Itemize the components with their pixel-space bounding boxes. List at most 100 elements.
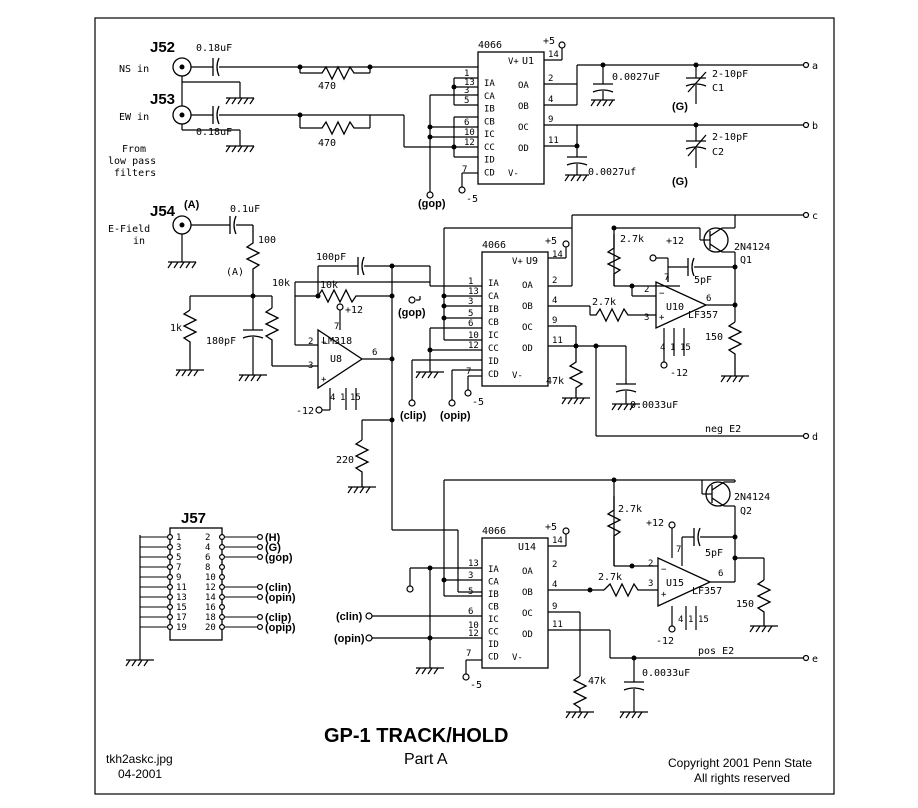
u9-fn-od: OD [522,344,533,354]
u14-pin-right: 4 [552,580,557,590]
j57-left-pin: 13 [176,593,187,603]
c-100p-label: 100pF [316,252,346,263]
section-efield: J54 (A) E-Field in 0.1uF 100 (A) 1k 180p… [108,199,818,593]
u15-plus12: +12 [646,518,664,529]
j57-right-pin: 6 [205,553,210,563]
g-label-1: (G) [672,101,688,113]
u14-fn-od: OD [522,630,533,640]
drawing-title: GP-1 TRACK/HOLD [324,725,508,747]
u9-plus5: +5 [545,236,557,247]
r-470-top-label: 470 [318,81,336,92]
j57-left-pad [167,553,174,560]
rights-line: All rights reserved [694,771,790,785]
u9-fn-ca: CA [488,292,499,302]
j57-right-pin: 18 [205,613,216,623]
u10-type: LF357 [688,310,718,321]
c-018-top-label: 0.18uF [196,43,232,54]
u1-pin-left: 3 [464,86,469,96]
r-1k-label: 1k [170,323,182,334]
opin-label-bot: (opin) [334,633,365,645]
copyright-line: Copyright 2001 Penn State [668,756,812,770]
u1-pin-left: 6 [464,118,469,128]
j57-right-pad [219,593,226,600]
svg-text:3: 3 [648,579,653,589]
j57-left-pad [167,593,174,600]
svg-text:4: 4 [678,615,683,625]
u9-pin-left: 13 [468,287,479,297]
u9-fn-cd: CD [488,370,499,380]
u1-type-label: 4066 [478,40,502,51]
j57-left-pad [167,583,174,590]
j57-signal-label: (clin) [265,582,292,594]
svg-text:1: 1 [670,343,675,353]
u1-ref-label: U1 [522,56,534,67]
svg-text:1: 1 [340,393,345,403]
u1-pin-left: 10 [464,128,475,138]
ew-in-label: EW in [119,112,149,123]
q2-type-label: 2N4124 [734,492,770,503]
j57-right-pad [219,533,226,540]
svg-text:2: 2 [644,285,649,295]
u14-fn-ic: IC [488,615,499,625]
u9-pin-left: 5 [468,309,473,319]
u8-minus12: -12 [296,406,314,417]
r-47k-1-label: 47k [546,376,564,387]
u1-fn-ca: CA [484,92,495,102]
j57-signal-label: (gop) [265,552,293,564]
u9-4066-ic [481,251,549,387]
u14-fn-cd: CD [488,653,499,663]
u8-plus12: +12 [345,305,363,316]
u14-4066-ic [481,537,549,669]
j57-right-pad [219,543,226,550]
r-150-2-label: 150 [736,599,754,610]
output-c-label: c [812,211,818,222]
u14-vminus: V- [512,653,523,663]
r-47k-1-symbol [568,346,584,398]
c-5p-2-label: 5pF [705,548,723,559]
r-27k-4-symbol [603,582,658,598]
r-150-2-symbol [756,579,772,626]
u14-fn-id: ID [488,640,499,650]
j57-right-pin: 10 [205,573,216,583]
output-d-label: d [812,432,818,443]
r-10k-v-symbol [264,307,280,366]
j57-left-pin: 9 [176,573,181,583]
ns-in-label: NS in [119,64,149,75]
j57-signal-label: (G) [265,542,281,554]
q2-label: Q2 [740,506,752,517]
opip-label-mid: (opip) [440,410,471,422]
output-a-label: a [812,61,818,72]
u14-fn-cb: CB [488,603,499,613]
from-label-2: low pass [108,156,156,167]
u9-fn-ib: IB [488,305,499,315]
u9-minus5: -5 [472,397,484,408]
u9-fn-cb: CB [488,318,499,328]
j57-right-pad [219,573,226,580]
u9-fn-id: ID [488,357,499,367]
u9-pin-left: 6 [468,319,473,329]
q1-type-label: 2N4124 [734,242,770,253]
r-27k-2-symbol [590,307,656,323]
u1-pin-14: 14 [548,50,559,60]
u14-pin-left: 13 [468,559,479,569]
svg-text:7: 7 [676,545,681,555]
j57-left-pin: 1 [176,533,181,543]
j57-signal-terminal [257,543,264,550]
r-150-1-label: 150 [705,332,723,343]
u1-fn-id: ID [484,156,495,166]
u14-type-label: 4066 [482,526,506,537]
u1-fn-cd: CD [484,168,495,178]
r-27k-1-label: 2.7k [620,234,644,245]
svg-text:−: − [321,338,327,348]
gop-label-mid: (gop) [398,307,426,319]
c-5p-1-label: 5pF [694,275,712,286]
svg-text:4: 4 [330,393,335,403]
u1-pin-left: 13 [464,78,475,88]
j57-right-pin: 16 [205,603,216,613]
r-470-top-symbol [300,65,370,81]
u9-pin-left: 12 [468,341,479,351]
r-1k-symbol [182,309,198,360]
section-pos: 4066 U14 V- IACAIBCBICCCIDCDOAOBOCOD1335… [334,477,818,719]
j57-left-pad [167,573,174,580]
j57-left-pin: 17 [176,613,187,623]
